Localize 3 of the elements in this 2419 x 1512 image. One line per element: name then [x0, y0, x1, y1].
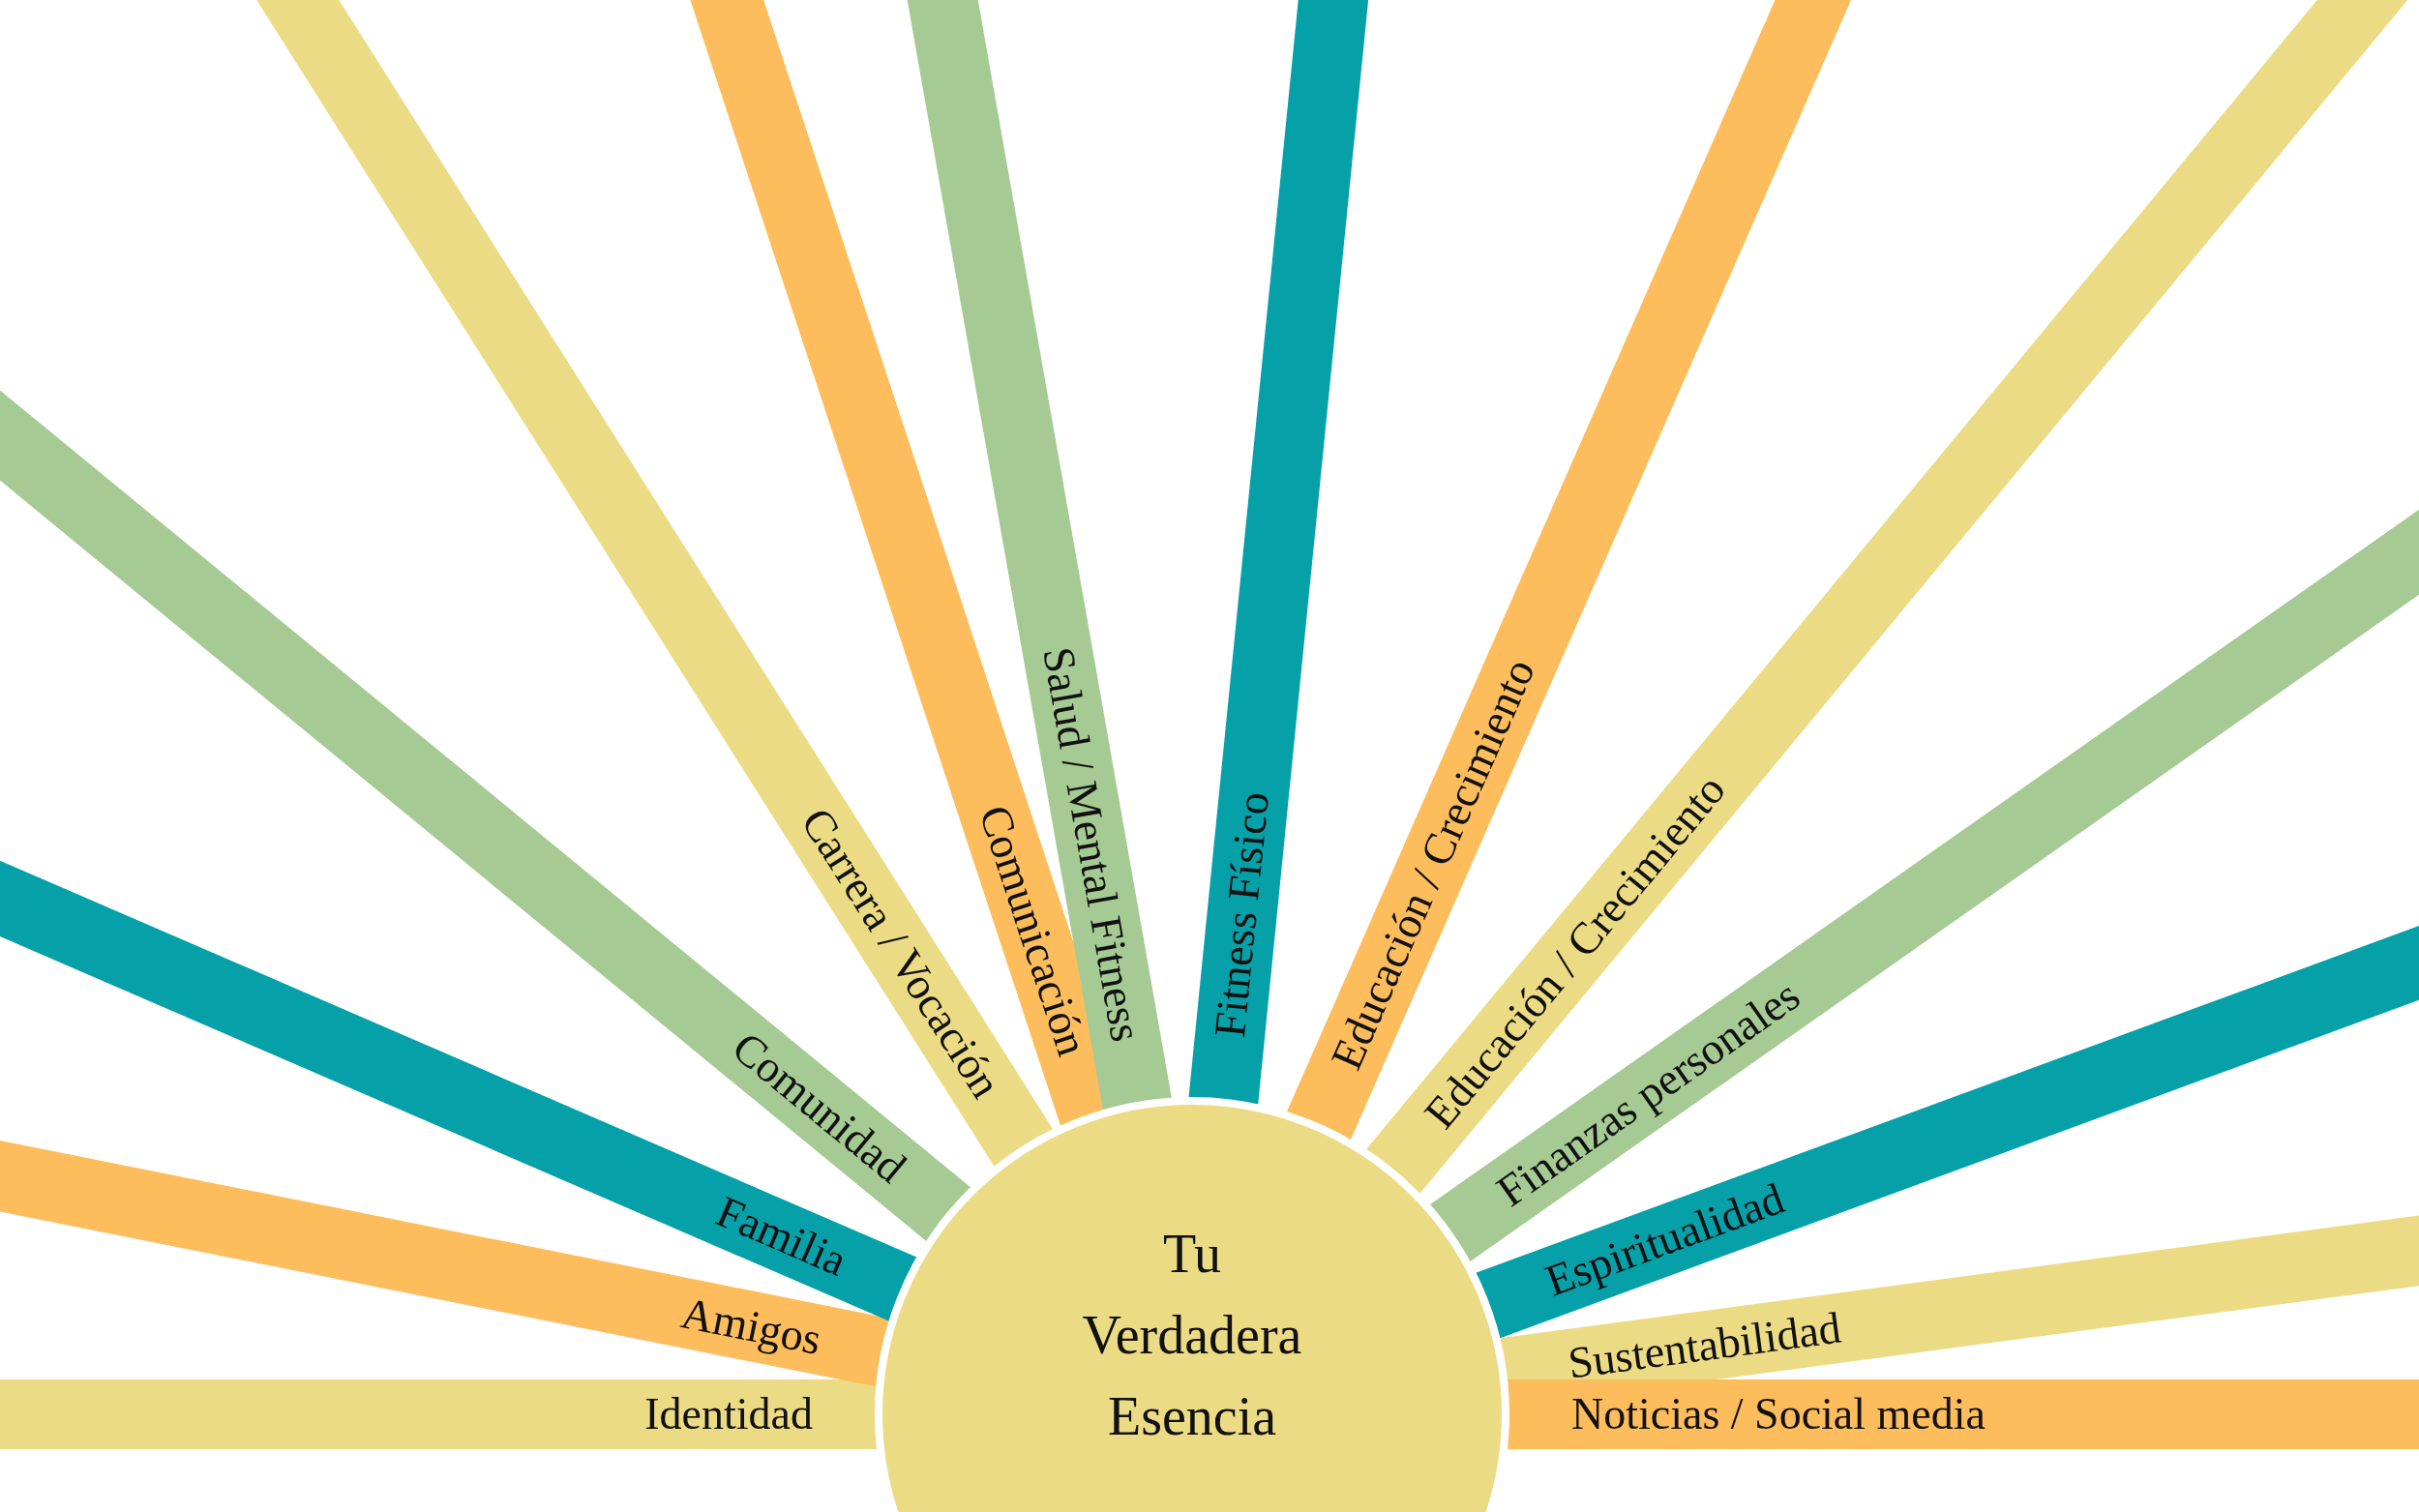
ray-label: Fitness Físico — [1194, 781, 1290, 1049]
center-text: Tu Verdadera Esencia — [1081, 1223, 1303, 1448]
ray-label: Amigos — [667, 1276, 835, 1377]
